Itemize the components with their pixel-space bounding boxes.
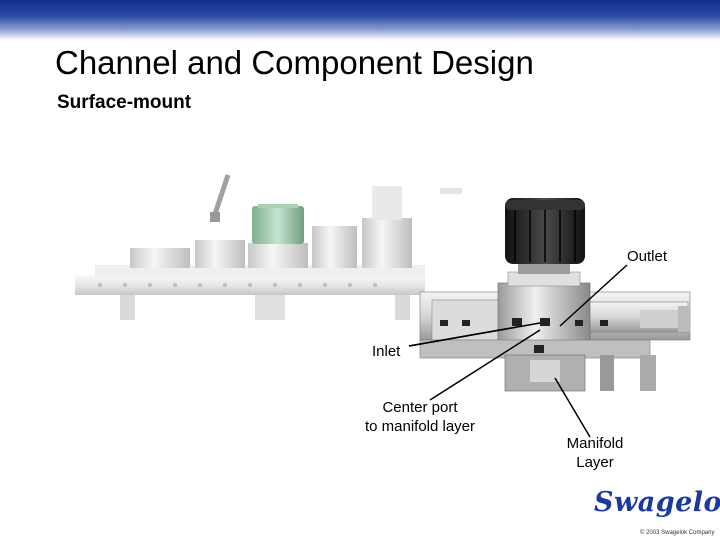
center-port-label: Center port to manifold layer (355, 398, 485, 436)
valve-foreground (419, 198, 691, 392)
center-port-label-line1: Center port (382, 399, 458, 416)
manifold-label-line1: Manifold (566, 435, 624, 452)
slide-title: Channel and Component Design (55, 44, 534, 81)
header-band (0, 0, 720, 40)
background-assembly (75, 174, 462, 320)
manifold-label-line2: Layer (576, 454, 614, 471)
callout-lines (408, 264, 628, 438)
inlet-label: Inlet (372, 343, 401, 360)
center-port-label-line2: to manifold layer (364, 418, 476, 435)
outlet-label: Outlet (627, 248, 668, 265)
slide-subtitle: Surface-mount (57, 92, 192, 113)
green-cap (252, 206, 304, 244)
swagelok-logo: Swagelok (594, 487, 720, 518)
copyright-text: © 2003 Swagelok Company (640, 530, 715, 536)
manifold-layer-label: Manifold Layer (555, 434, 635, 472)
